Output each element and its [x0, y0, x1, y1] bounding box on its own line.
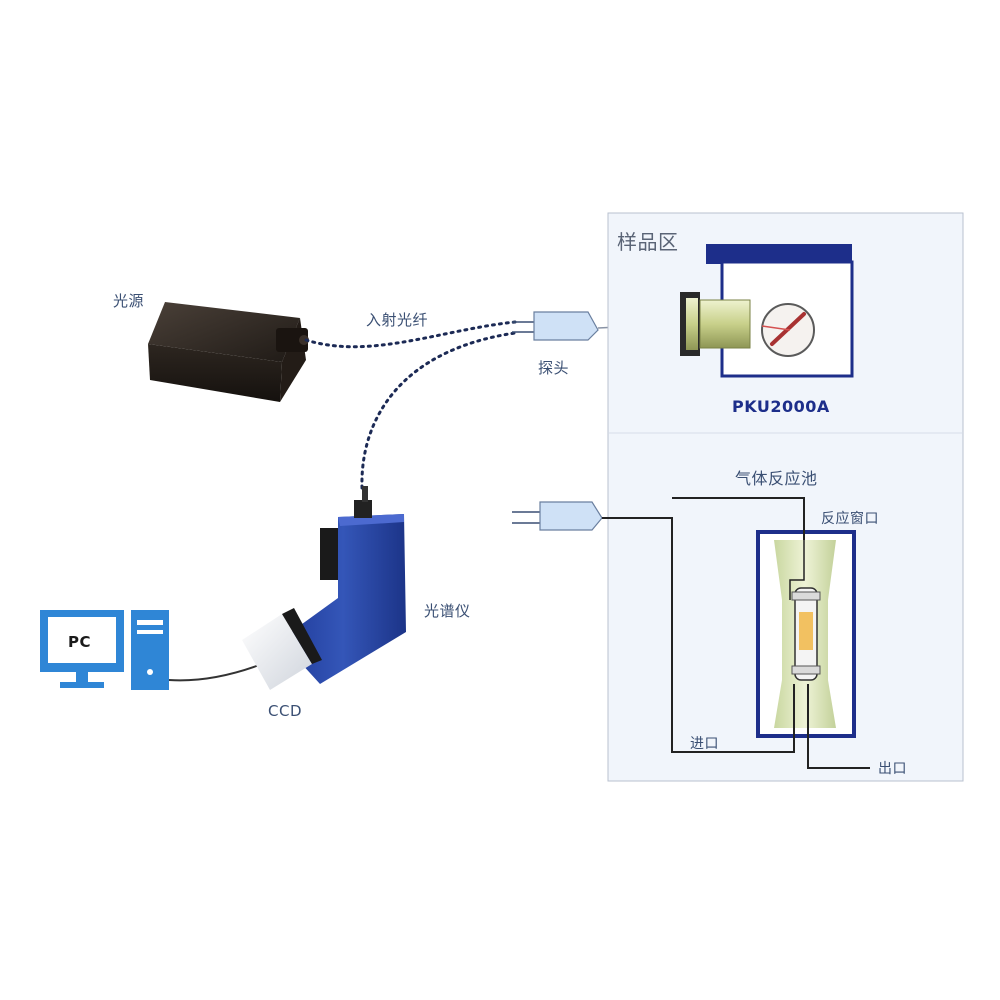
spectrometer-label: 光谱仪 [424, 602, 471, 620]
pc-tower [131, 610, 169, 690]
light-source [148, 302, 309, 402]
pc-cable [168, 663, 263, 682]
upper-sample-cell [680, 244, 854, 378]
inlet-label: 进口 [690, 736, 719, 752]
pc-label: PC [68, 633, 92, 651]
outlet-label: 出口 [878, 761, 907, 777]
incident-fiber-label: 入射光纤 [366, 311, 429, 329]
gas-reaction-cell [756, 530, 856, 738]
incident-fiber [304, 320, 517, 349]
gas-lines [602, 497, 870, 769]
return-fiber [360, 331, 517, 490]
pc-monitor [40, 610, 124, 688]
reaction-window-label: 反应窗口 [821, 511, 879, 527]
ccd-label: CCD [268, 702, 302, 720]
probe-lower [512, 501, 603, 531]
ccd [242, 608, 322, 690]
gas-reaction-cell-label: 气体反应池 [735, 469, 818, 488]
probe-label: 探头 [538, 359, 570, 377]
sample-cell-label: PKU2000A [732, 397, 830, 416]
sample-area-label: 样品区 [617, 230, 679, 254]
light-source-label: 光源 [113, 292, 145, 310]
